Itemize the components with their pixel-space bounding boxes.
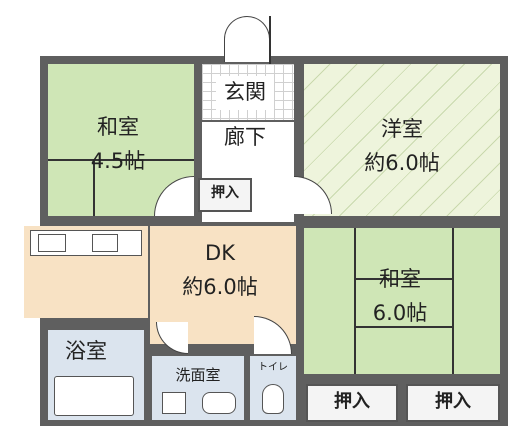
- entrance-door-leaf: [269, 16, 271, 64]
- room-washitsu-6: [304, 228, 500, 374]
- room-name-genkan: 玄関: [224, 80, 266, 104]
- tatami-line: [452, 228, 454, 374]
- bathtub-icon: [54, 376, 134, 416]
- tatami-line: [93, 159, 95, 216]
- room-name-dk: DK: [205, 241, 235, 265]
- room-youshitsu: [304, 64, 500, 216]
- room-name-yokushitsu: 浴室: [65, 339, 107, 363]
- room-size-dk: 約6.0帖: [182, 275, 258, 299]
- room-name-youshitsu: 洋室: [381, 117, 423, 141]
- genkan-label-bg: [216, 76, 274, 110]
- room-name-toilet: トイレ: [258, 362, 288, 373]
- closet-center: [198, 178, 252, 212]
- washbasin-icon: [202, 392, 236, 414]
- closet-center-label: 押入: [211, 185, 239, 201]
- closet-bottom-right: [406, 384, 500, 422]
- washing-machine-icon: [162, 392, 186, 414]
- toilet-icon: [262, 384, 284, 414]
- closet-bottom-left-label: 押入: [334, 391, 370, 412]
- tatami-line: [354, 278, 452, 280]
- tatami-line: [354, 228, 356, 374]
- room-size-youshitsu: 約6.0帖: [364, 151, 440, 175]
- sink-icon: [92, 234, 118, 252]
- room-name-washitsu-4-5: 和室: [97, 115, 139, 139]
- room-name-senmenshitsu: 洗面室: [175, 366, 221, 384]
- entrance-door-icon: [224, 16, 270, 62]
- closet-bottom-left: [306, 384, 398, 422]
- stove-icon: [38, 234, 66, 252]
- room-size-washitsu-4-5: 4.5帖: [90, 149, 146, 173]
- room-size-washitsu-6: 6.0帖: [372, 301, 428, 325]
- room-name-washitsu-6: 和室: [379, 267, 421, 291]
- room-name-rouka: 廊下: [224, 125, 266, 149]
- tatami-line: [354, 326, 452, 328]
- closet-bottom-right-label: 押入: [435, 391, 471, 412]
- tatami-line: [48, 159, 194, 161]
